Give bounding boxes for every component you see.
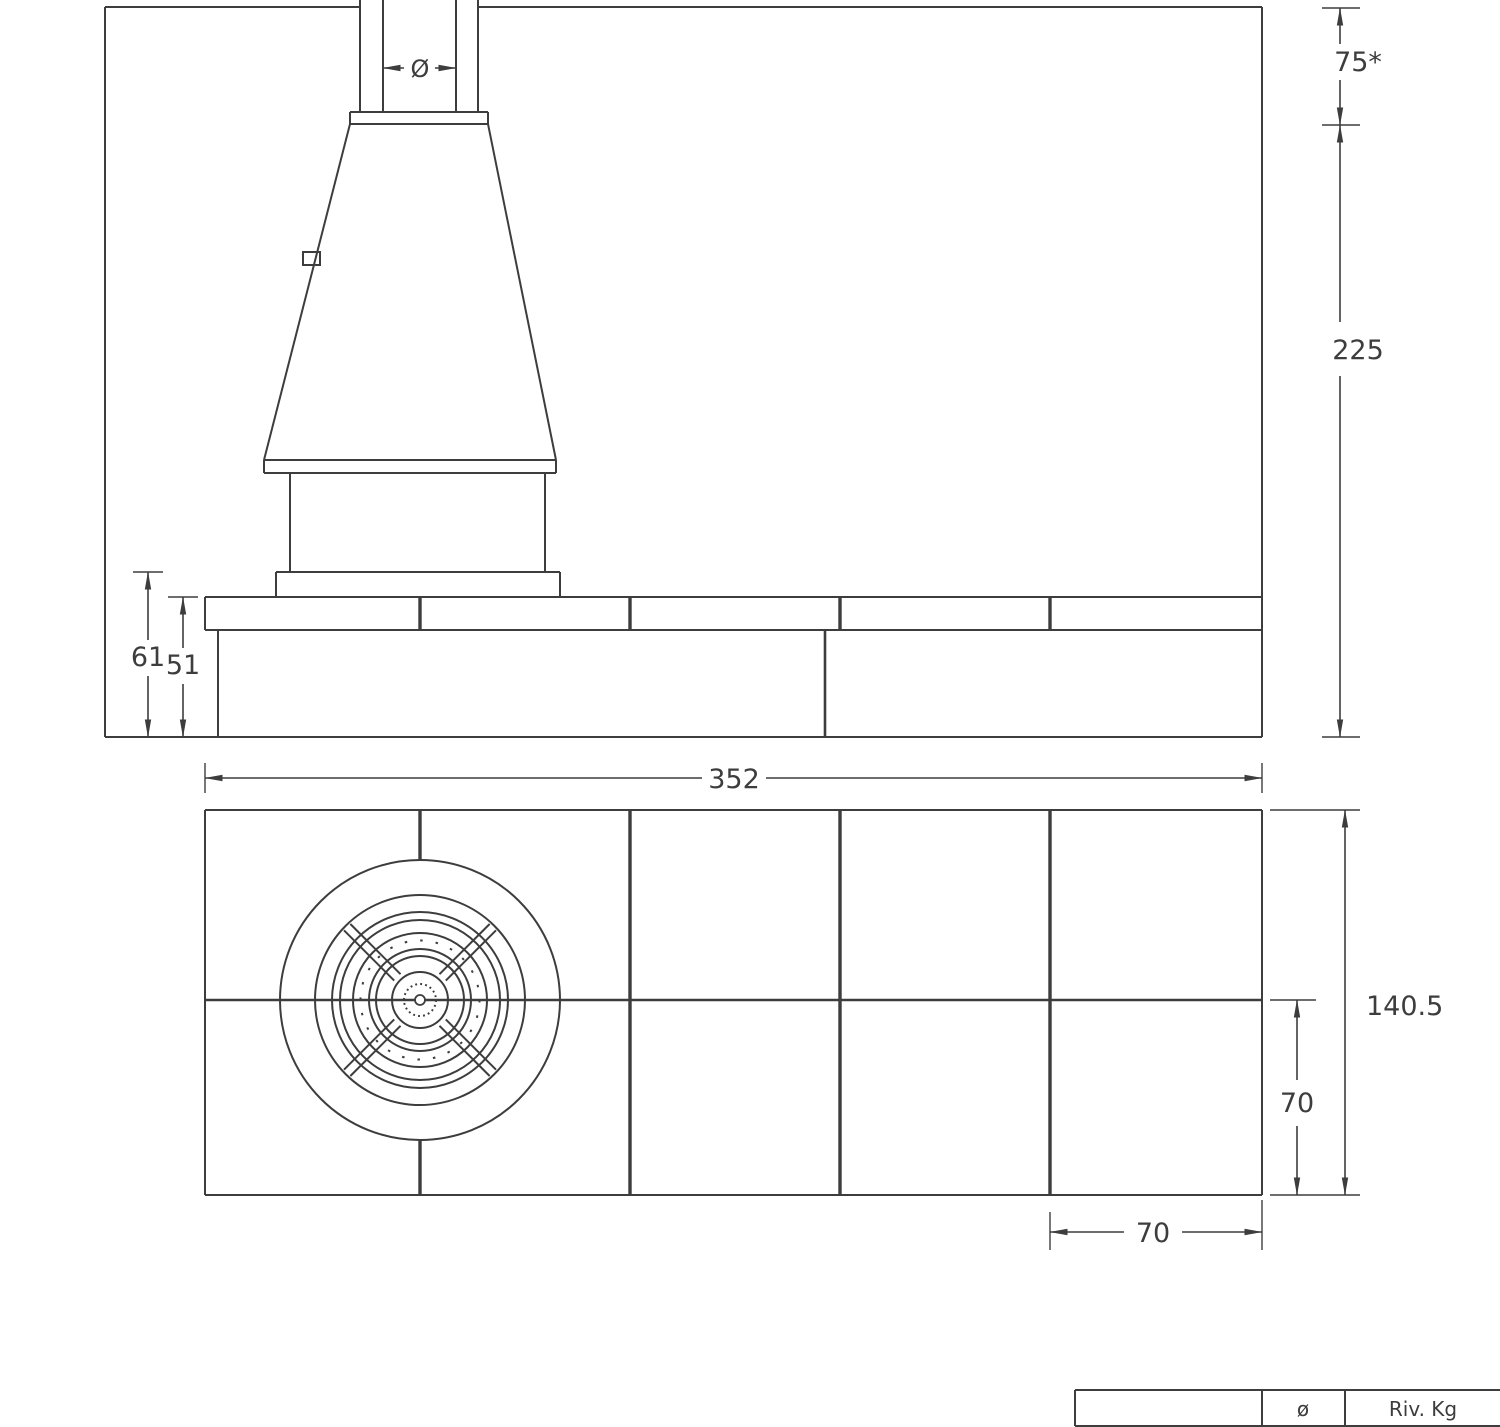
dimension-front-half-depth: 70: [1270, 999, 1316, 1196]
counter-height-label: 51: [166, 650, 200, 681]
module-width-label: 70: [1136, 1218, 1170, 1249]
total-depth-label: 140.5: [1366, 991, 1443, 1022]
burner-center-hatch: [403, 983, 437, 1017]
total-width-label: 352: [708, 764, 760, 795]
room-outline: [104, 6, 1263, 738]
grill-cross-supports: [343, 923, 497, 1077]
grill-burner: [279, 859, 561, 1141]
dimension-flue-diameter: Ø: [382, 55, 457, 83]
dimension-counter-height: 51: [166, 596, 200, 738]
plan-outline: [204, 809, 1263, 1196]
burner-center-hub: [414, 994, 426, 1006]
damper-handle: [302, 251, 321, 266]
elevation-view: Ø 61 51 75* 225: [104, 0, 1384, 795]
front-half-depth-label: 70: [1280, 1088, 1314, 1119]
hood-height-label: 225: [1332, 335, 1384, 366]
counter-top-slab: [204, 596, 1262, 631]
flue-diameter-label: Ø: [411, 55, 430, 83]
dimension-hood-height: 225: [1322, 124, 1384, 738]
firebox-body: [289, 473, 546, 572]
hood-cone: [263, 123, 557, 461]
dimension-total-depth: 140.5: [1270, 809, 1443, 1196]
dimension-hearth-height: 61: [131, 571, 165, 738]
plan-view: 140.5 70 70: [204, 809, 1443, 1250]
dimension-total-width: 352: [204, 763, 1263, 795]
hearth-height-label: 61: [131, 642, 165, 673]
hood-rim: [263, 459, 557, 474]
dimension-ceiling-offset: 75*: [1322, 7, 1382, 126]
table-header-diameter: ø: [1297, 1397, 1309, 1421]
dimension-module-width: 70: [1049, 1200, 1263, 1250]
ceiling-offset-label: 75*: [1334, 47, 1382, 78]
counter-base: [217, 630, 827, 737]
table-header-weight: Riv. Kg: [1389, 1397, 1457, 1421]
hood-collar: [349, 111, 489, 125]
spec-table: ø Riv. Kg: [1074, 1389, 1500, 1427]
chimney-pipe: [359, 0, 479, 112]
hearth-plate: [275, 571, 561, 597]
burner-port-ring: [359, 939, 481, 1061]
